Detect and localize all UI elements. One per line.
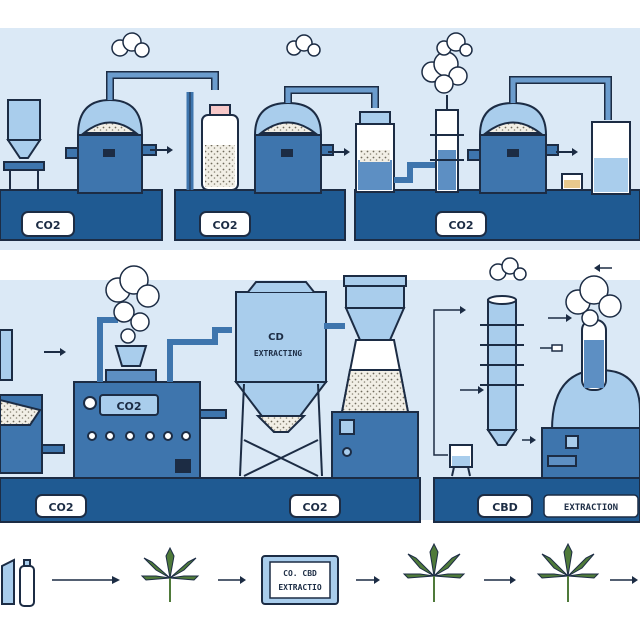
reactor-vessel-1	[65, 98, 157, 194]
collection-jar-1	[201, 104, 239, 191]
bottom-row: CO. CBD EXTRACTIO	[1, 542, 638, 607]
middle-label-2: CO2	[289, 494, 341, 518]
funnel-hopper	[3, 99, 45, 190]
reactor-vessel-3	[467, 101, 559, 194]
separator-column	[430, 109, 464, 193]
vapor-cloud	[489, 257, 527, 281]
svg-text:CO2: CO2	[35, 219, 60, 232]
cannabis-leaf-icon	[536, 542, 600, 602]
top-row: CO2 CO2 CO2	[0, 28, 640, 250]
middle-label-1: CO2	[35, 494, 87, 518]
svg-text:CO2: CO2	[48, 501, 73, 514]
top-label-1: CO2	[21, 211, 75, 237]
cloud-icon	[111, 32, 150, 58]
steam-cloud	[105, 265, 160, 344]
top-label-3: CO2	[435, 211, 487, 237]
product-jar	[591, 121, 631, 195]
collection-cup	[449, 444, 473, 477]
top-band-3	[354, 189, 640, 241]
co2-extraction-machine	[73, 345, 227, 479]
svg-text:CBD: CBD	[492, 501, 518, 514]
svg-text:CO2: CO2	[448, 219, 473, 232]
machine-label: CO2	[116, 400, 141, 413]
svg-text:CO2: CO2	[212, 219, 237, 232]
steam-cloud	[565, 275, 622, 327]
extracting-tank	[233, 281, 329, 477]
gas-cylinders	[1, 558, 35, 607]
condenser-column	[480, 295, 524, 446]
cannabis-leaf-icon	[402, 542, 466, 602]
sign-line1: CO. CBD	[283, 569, 317, 578]
top-label-2: CO2	[199, 211, 251, 237]
svg-text:CO2: CO2	[302, 501, 327, 514]
separator-machine	[331, 275, 419, 479]
arrow-right-icon	[433, 309, 460, 330]
feed-vessel	[0, 329, 65, 474]
cannabis-leaf-icon	[140, 546, 200, 602]
tank-label-line2: EXTRACTING	[254, 349, 302, 358]
vapor-cloud	[421, 51, 468, 94]
cloud-icon	[436, 32, 473, 57]
reactor-vessel-2	[253, 101, 334, 194]
cloud-icon	[286, 34, 321, 57]
extraction-sign: CO. CBD EXTRACTIO	[261, 555, 339, 605]
settling-beaker	[355, 111, 395, 193]
sign-line2: EXTRACTIO	[278, 583, 322, 592]
middle-label-3: CBD	[477, 494, 533, 518]
middle-row: CO2 CD EXTRACTING	[0, 257, 640, 523]
svg-text:EXTRACTION: EXTRACTION	[564, 503, 618, 513]
middle-label-4: EXTRACTION	[543, 494, 639, 518]
tank-label-line1: CD	[268, 332, 284, 343]
small-dish	[561, 173, 583, 191]
